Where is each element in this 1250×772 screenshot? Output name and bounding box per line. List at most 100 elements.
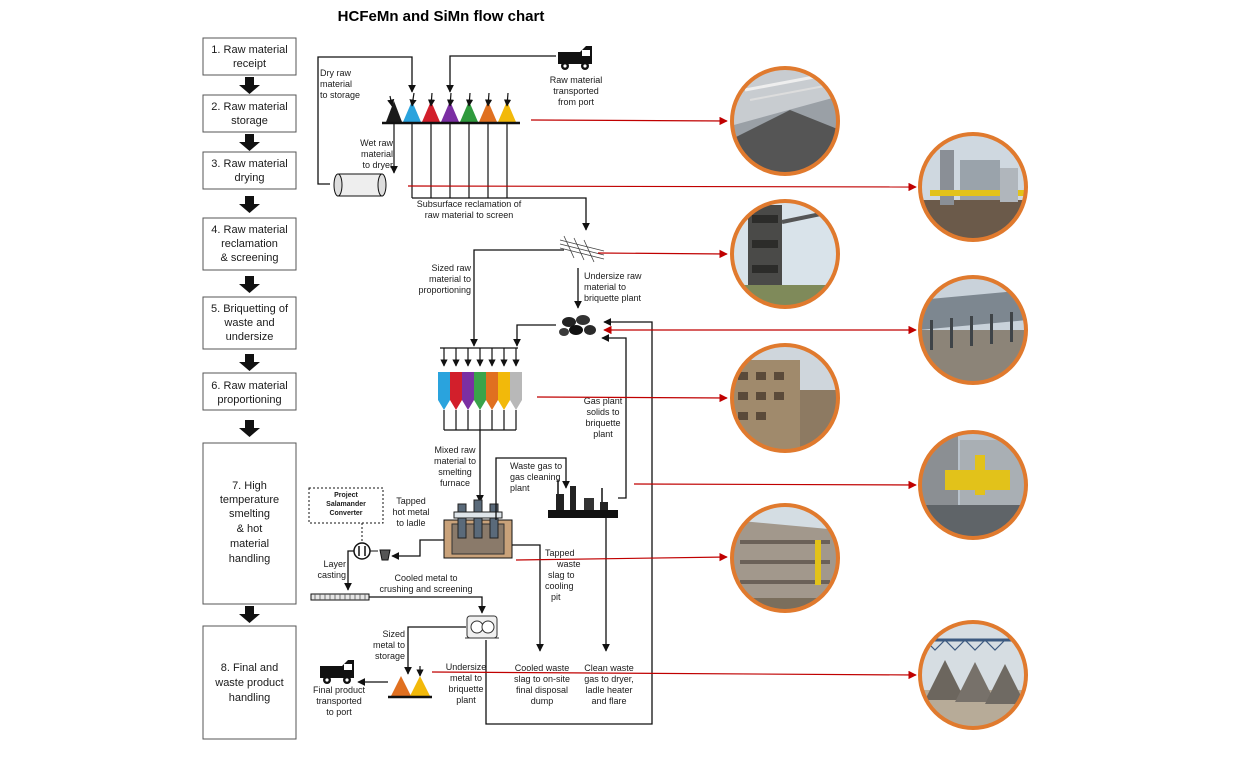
step-box-3: [202, 151, 297, 190]
stockpile-2: [422, 101, 440, 122]
connector-undersize-metal-to-briquette: [485, 318, 653, 725]
step-arrow-6: [239, 420, 260, 437]
photo-briquette: [918, 275, 1028, 385]
connector-truck-to-storage: [446, 55, 556, 93]
step-box-5: [202, 296, 297, 350]
salamander-box: [308, 487, 384, 524]
red-arrow-storage: [530, 116, 728, 126]
stockpile-5: [479, 101, 497, 122]
step-arrow-1: [239, 77, 260, 94]
step-arrow-4: [239, 276, 260, 293]
dryer-icon: [333, 173, 387, 197]
ladle-icon: [379, 549, 391, 561]
stockpile-6: [498, 101, 516, 122]
truck-icon-final: [320, 660, 354, 684]
step-arrow-2: [239, 134, 260, 151]
stockpile-3: [441, 101, 459, 122]
red-arrow-gas-plant: [633, 480, 917, 490]
connector-dryer-to-storage: [317, 56, 416, 185]
red-link-arrows: [407, 116, 917, 680]
connector-ladle-to-casting: [344, 550, 354, 591]
step-arrow-7: [239, 606, 260, 623]
step-box-4: [202, 217, 297, 271]
crusher-icon: [465, 615, 499, 639]
red-arrow-furnace: [515, 552, 728, 562]
page-title: HCFeMn and SiMn flow chart: [338, 8, 545, 25]
briquette-icon: [559, 315, 596, 336]
step-arrow-5: [239, 354, 260, 371]
connector-briquette-to-proportioning: [513, 324, 556, 347]
connector-furnace-to-ladle: [391, 539, 444, 560]
photo-final-product: [918, 620, 1028, 730]
converter-icon: [350, 542, 378, 560]
red-arrow-final-product: [431, 670, 917, 680]
storage-bins: [382, 92, 520, 198]
casting-bed-icon: [310, 593, 370, 601]
red-arrow-screen: [597, 249, 728, 259]
connector-screen-to-proportioning: [470, 249, 564, 347]
connector-casting-to-crusher: [369, 596, 486, 614]
red-arrow-proportioning: [536, 393, 728, 403]
photo-gas-plant: [918, 430, 1028, 540]
photo-storage: [730, 66, 840, 176]
gas-plant-icon: [548, 480, 618, 518]
product-bins: [388, 666, 432, 699]
step-box-1: [202, 37, 297, 76]
red-arrow-dryer: [407, 182, 917, 192]
product-pile-0: [391, 676, 411, 696]
photo-screen: [730, 199, 840, 309]
photo-dryer: [918, 132, 1028, 242]
step-box-2: [202, 94, 297, 133]
step-arrow-3: [239, 196, 260, 213]
photo-proportioning: [730, 343, 840, 453]
stockpile-0: [386, 101, 402, 122]
photo-furnace: [730, 503, 840, 613]
screen-icon: [559, 235, 605, 263]
furnace-icon: [443, 499, 513, 559]
step-arrows: [239, 77, 260, 623]
stockpile-4: [460, 101, 478, 122]
connector-furnace-to-slag: [512, 544, 544, 652]
connector-crusher-to-storage: [404, 626, 466, 675]
silo-icon: [438, 347, 522, 431]
product-pile-1: [410, 676, 430, 696]
stockpile-1: [403, 101, 421, 122]
step-box-6: [202, 372, 297, 411]
step-box-8: [202, 625, 297, 740]
connector-gas-plant-to-briquette: [601, 334, 627, 499]
step-box-7: [202, 442, 297, 605]
connector-furnace-to-gas-plant: [495, 457, 570, 520]
connector-reclamation-to-screen: [412, 197, 590, 231]
truck-icon: [558, 46, 592, 70]
